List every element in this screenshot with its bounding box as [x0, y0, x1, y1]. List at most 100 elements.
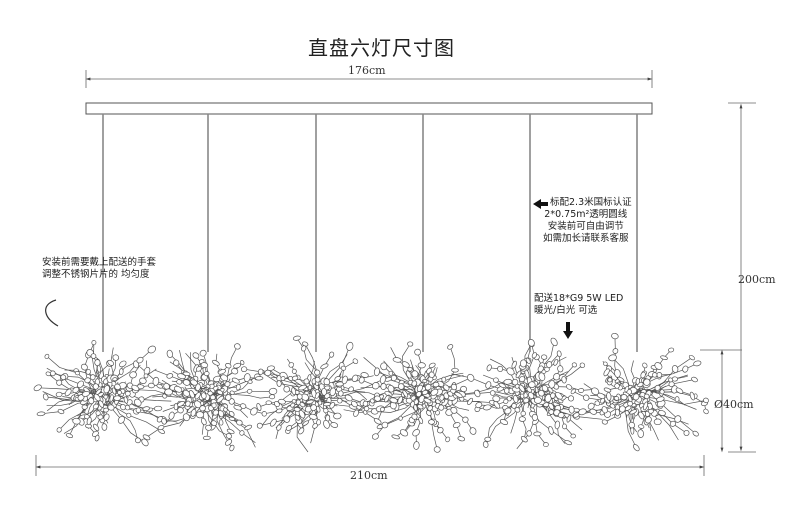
petal: [225, 394, 232, 401]
petal: [514, 383, 520, 389]
petal: [416, 384, 423, 392]
petal: [55, 391, 63, 398]
petal: [565, 384, 573, 390]
petal: [200, 362, 209, 368]
petal: [275, 408, 283, 414]
pendant-group: [33, 114, 709, 453]
bulb-note: 配送18*G9 5W LED 暖光/白光 可选: [534, 293, 623, 317]
petal: [231, 377, 240, 384]
petal: [173, 403, 179, 411]
petal: [484, 436, 492, 442]
petal: [392, 357, 402, 363]
petal: [323, 419, 330, 429]
petal: [538, 389, 545, 397]
petal: [447, 344, 454, 350]
petal: [538, 372, 546, 381]
petal: [660, 355, 668, 360]
petal: [292, 335, 301, 341]
petal: [489, 390, 496, 396]
petal: [582, 394, 590, 401]
petal: [424, 383, 432, 391]
petal: [467, 397, 474, 405]
petal: [288, 362, 295, 368]
petal: [430, 388, 439, 396]
petal: [498, 382, 506, 389]
petal: [316, 419, 321, 426]
height-label: 200cm: [738, 273, 776, 286]
petal: [109, 394, 114, 402]
petal: [511, 360, 517, 369]
petal: [323, 408, 329, 414]
petal: [166, 349, 173, 359]
petal: [210, 420, 218, 426]
petal: [269, 394, 276, 400]
branch: [510, 399, 528, 434]
petal: [603, 368, 610, 377]
petal: [555, 391, 563, 400]
petal: [360, 372, 369, 378]
petal: [612, 348, 619, 354]
petal: [653, 418, 662, 426]
petal: [44, 353, 50, 359]
petal: [195, 383, 201, 392]
petal: [380, 383, 387, 390]
petal: [228, 410, 235, 417]
petal: [135, 407, 141, 413]
petal: [344, 394, 353, 402]
petal: [398, 383, 405, 390]
petal: [226, 428, 235, 435]
petal: [506, 396, 512, 402]
petal: [266, 365, 275, 371]
petal: [417, 362, 426, 369]
petal: [90, 374, 96, 381]
petal: [611, 332, 619, 340]
petal: [257, 368, 264, 375]
petal: [520, 436, 528, 443]
petal: [244, 424, 253, 431]
petal: [229, 390, 235, 396]
petal: [492, 395, 501, 402]
petal: [182, 413, 190, 422]
petal: [548, 409, 555, 415]
petal: [632, 393, 640, 401]
branch: [636, 374, 689, 392]
petal: [467, 373, 475, 382]
petal: [514, 407, 521, 413]
bulb-note-line-1: 配送18*G9 5W LED: [534, 293, 624, 304]
petal: [369, 398, 375, 404]
petal: [177, 407, 184, 414]
petal: [573, 412, 580, 418]
petal: [276, 424, 282, 431]
petal: [153, 405, 163, 412]
petal: [381, 421, 389, 429]
petal: [628, 421, 636, 429]
petal: [486, 364, 492, 372]
branch: [643, 388, 696, 434]
petal: [261, 411, 267, 417]
petal: [668, 377, 674, 383]
petal: [57, 408, 65, 415]
petal: [402, 382, 410, 388]
petal: [412, 429, 420, 437]
petal: [438, 404, 445, 411]
height-dimension-line: [728, 102, 756, 453]
petal: [291, 368, 297, 374]
petal: [168, 411, 175, 420]
petal: [329, 401, 336, 409]
petal: [607, 377, 613, 383]
petal: [240, 360, 245, 365]
petal: [296, 393, 303, 400]
petal: [129, 371, 137, 379]
petal: [346, 341, 354, 351]
petal: [515, 370, 522, 379]
petal: [277, 398, 286, 405]
petal: [450, 383, 458, 391]
petal: [671, 365, 679, 373]
petal: [371, 433, 379, 440]
petal: [668, 381, 675, 388]
petal: [225, 433, 232, 439]
petal: [320, 363, 329, 370]
petal: [474, 389, 481, 398]
petal: [176, 379, 183, 385]
petal: [411, 370, 419, 378]
